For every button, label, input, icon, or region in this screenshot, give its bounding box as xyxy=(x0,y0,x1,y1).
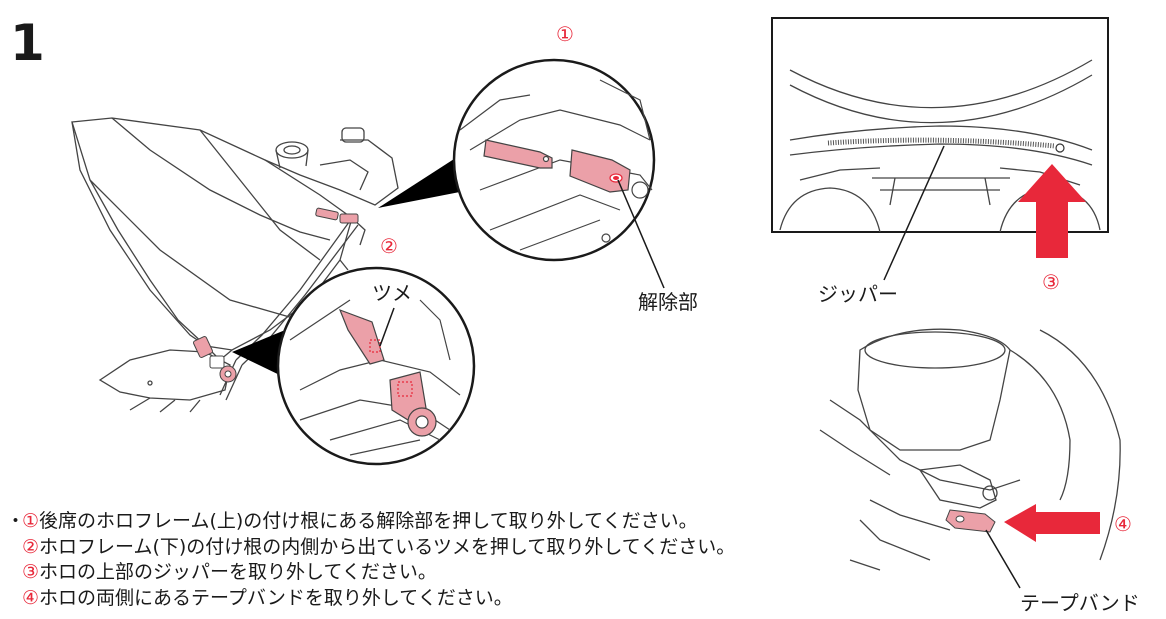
zipper-label: ジッパー xyxy=(818,282,898,306)
zipper-detail-box xyxy=(771,17,1109,281)
marker-3: ③ xyxy=(1042,270,1060,294)
zoom-circle-claw xyxy=(276,266,476,466)
bullet: ・ xyxy=(6,510,26,532)
instruction-line-1: ・①後席のホロフレーム(上)の付け根にある解除部を押して取り外してください。 xyxy=(6,509,735,535)
instruction-line-2: ②ホロフレーム(下)の付け根の内側から出ているツメを押して取り外してください。 xyxy=(22,535,736,558)
red-arrow-up xyxy=(1018,164,1086,258)
marker-2: ② xyxy=(380,234,398,258)
claw-label: ツメ xyxy=(372,281,412,305)
zoom-circle-release xyxy=(452,58,665,289)
tape-band-part xyxy=(945,509,996,533)
instruction-line-4: ④ホロの両側にあるテープバンドを取り外してください。 xyxy=(22,586,513,609)
marker-4: ④ xyxy=(1114,512,1132,536)
step-number: 1 xyxy=(10,14,45,72)
marker-1: ① xyxy=(556,22,574,46)
zoom-pointer-bottom xyxy=(232,328,290,380)
frame-joint-parts xyxy=(193,207,359,383)
stroller-canopy-illustration xyxy=(71,117,399,413)
tape-band-label: テープバンド xyxy=(1020,591,1140,615)
release-part-label: 解除部 xyxy=(638,290,698,314)
instruction-list: ・①後席のホロフレーム(上)の付け根にある解除部を押して取り外してください。 ②… xyxy=(6,509,735,611)
tape-band-illustration xyxy=(819,328,1121,571)
zoom-pointer-top xyxy=(378,150,470,208)
red-arrow-left xyxy=(1004,504,1100,542)
instruction-line-3: ③ホロの上部のジッパーを取り外してください。 xyxy=(22,561,437,583)
